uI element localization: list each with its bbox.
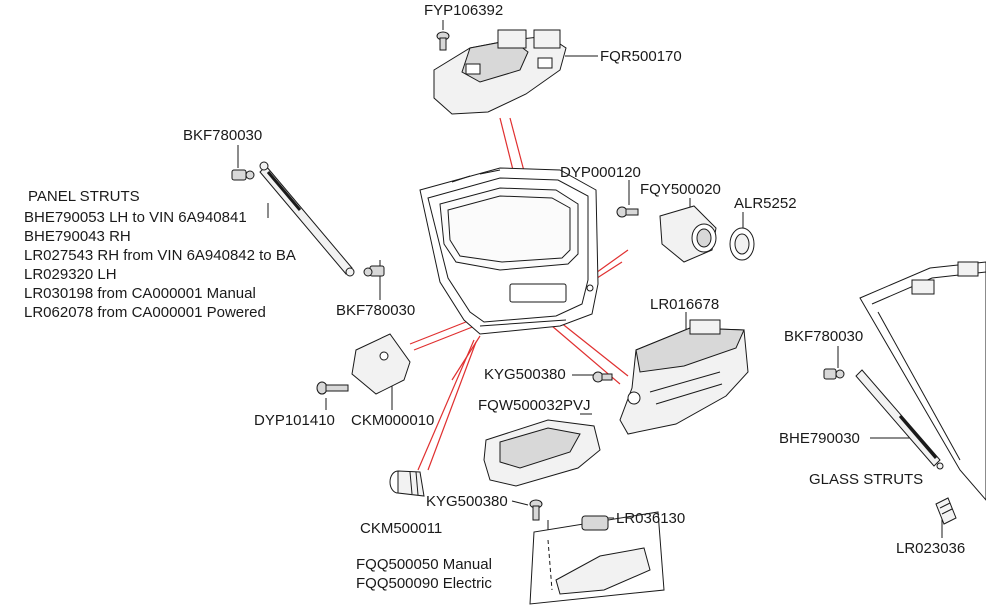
rear-glass-panel-icon [859,261,986,501]
screw-kyg500380-b-icon [529,499,543,521]
label-ckm000010: CKM000010 [351,412,435,429]
panel-struts-line-3: LR027543 RH from VIN 6A940842 to BA [24,247,296,264]
bump-stop-ckm500011-icon [389,470,425,497]
label-bkf780030-right: BKF780030 [784,328,864,345]
label-fqq-manual: FQQ500050 Manual [356,556,492,573]
hinge-part-icon [433,29,567,115]
panel-struts-line-2: BHE790043 RH [24,228,131,245]
screw-fyp106392-icon [436,31,450,51]
latch-actuator-icon [619,319,749,435]
label-dyp101410: DYP101410 [254,412,335,429]
label-fqq-electric: FQQ500090 Electric [356,575,492,592]
ball-stud-bkf780030-right-icon [823,368,845,380]
label-kyg500380-a: KYG500380 [484,366,566,383]
label-fqr500170: FQR500170 [600,48,682,65]
label-bhe790030: BHE790030 [779,430,860,447]
label-lr036130: LR036130 [616,510,686,527]
spring-lr023036-icon [935,497,957,525]
panel-struts-line-6: LR062078 from CA000001 Powered [24,304,266,321]
striker-cylinder-icon [659,205,717,263]
handle-cover-icon [483,419,601,487]
label-ckm500011: CKM500011 [360,520,443,537]
label-fqy500020: FQY500020 [640,181,721,198]
ball-stud-bkf780030-top-icon [231,169,255,181]
label-fqw500032pvj: FQW500032PVJ [478,397,591,414]
label-fyp106392: FYP106392 [424,2,504,19]
screw-dyp101410-icon [316,381,349,395]
panel-struts-line-1: BHE790053 LH to VIN 6A940841 [24,209,247,226]
inset-box [529,511,665,605]
label-bkf780030-mid: BKF780030 [336,302,416,319]
panel-strut-icon [259,161,355,277]
label-dyp000120: DYP000120 [560,164,641,181]
panel-struts-line-5: LR030198 from CA000001 Manual [24,285,256,302]
label-alr5252: ALR5252 [734,195,797,212]
ball-stud-bkf780030-mid-icon [363,265,385,277]
inset-dashed-leader [547,539,553,591]
screw-kyg500380-a-icon [592,371,613,383]
seal-ring-alr5252-icon [729,227,755,261]
glass-strut-icon [855,369,944,470]
bracket-ckm000010-icon [351,333,411,395]
panel-struts-title: PANEL STRUTS [28,188,140,205]
label-kyg500380-b: KYG500380 [426,493,508,510]
panel-struts-line-4: LR029320 LH [24,266,117,283]
label-bkf780030-top: BKF780030 [183,127,263,144]
label-lr016678: LR016678 [650,296,720,313]
screw-dyp000120-icon [616,206,639,218]
label-glass-struts: GLASS STRUTS [809,471,924,488]
label-lr023036: LR023036 [896,540,966,557]
tailgate-assembly [419,167,599,335]
